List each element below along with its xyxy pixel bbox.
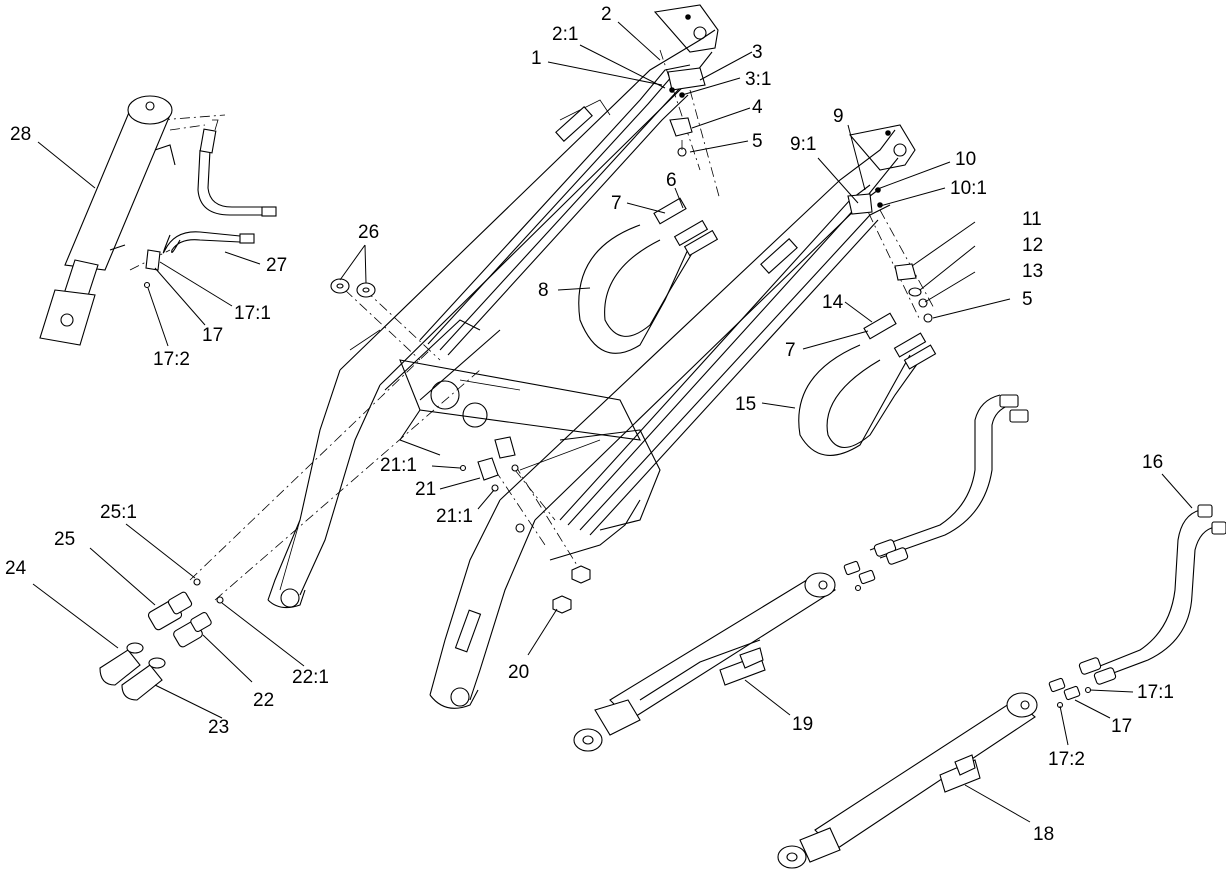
- elbow-fittings-21: [459, 436, 519, 492]
- callout-4: 4: [752, 97, 763, 118]
- callout-3: 3: [752, 42, 763, 63]
- callout-8: 8: [538, 280, 549, 301]
- callout-24: 24: [5, 558, 27, 579]
- callout-17a: 17: [1111, 716, 1132, 737]
- cylinder-19: [573, 572, 836, 752]
- fittings-top-left-arm: [667, 67, 706, 157]
- callout-22-1: 22:1: [292, 667, 329, 688]
- callout-10: 10: [955, 149, 976, 170]
- callout-25: 25: [54, 529, 75, 550]
- callout-5a: 5: [752, 131, 763, 152]
- callout-7a: 7: [611, 193, 622, 214]
- callout-7b: 7: [785, 340, 796, 361]
- callout-18: 18: [1033, 824, 1054, 845]
- callout-17b: 17: [202, 325, 223, 346]
- callout-3-1: 3:1: [745, 69, 771, 90]
- callout-10-1: 10:1: [950, 178, 987, 199]
- callout-20: 20: [508, 662, 529, 683]
- hoses-16: [1048, 504, 1226, 709]
- cylinder-18: [777, 692, 1038, 869]
- callout-12: 12: [1022, 235, 1043, 256]
- callout-5b: 5: [1022, 289, 1033, 310]
- callout-19: 19: [792, 714, 813, 735]
- callout-1: 1: [531, 48, 542, 69]
- leader-lines: [32, 21, 1193, 823]
- callout-2-1: 2:1: [552, 24, 578, 45]
- cylinder-28: [39, 95, 206, 346]
- callout-17-2a: 17:2: [1048, 749, 1085, 770]
- callout-17-1b: 17:1: [234, 303, 271, 324]
- callout-22: 22: [253, 690, 274, 711]
- callout-23: 23: [208, 717, 229, 738]
- callout-11: 11: [1022, 209, 1042, 230]
- callout-27: 27: [266, 255, 287, 276]
- callout-25-1: 25:1: [100, 502, 137, 523]
- cross-tube: [399, 359, 641, 456]
- hose-assembly-8: [578, 197, 719, 354]
- callout-14: 14: [822, 292, 844, 313]
- callout-labels: 1 2 2:1 3 3:1 4 5 6 7 8 9 9:1 10 10:1 11…: [5, 4, 1174, 845]
- fittings-top-right-arm: [847, 187, 933, 323]
- quick-couplers-22-25: [99, 578, 224, 701]
- callout-17-1a: 17:1: [1137, 682, 1174, 703]
- callout-26: 26: [358, 222, 379, 243]
- callout-21-1b: 21:1: [436, 506, 473, 527]
- callout-15: 15: [735, 394, 756, 415]
- callout-21-1a: 21:1: [380, 455, 417, 476]
- nuts-20: [515, 523, 591, 614]
- callout-9-1: 9:1: [790, 134, 816, 155]
- callout-13: 13: [1022, 261, 1043, 282]
- hose-assembly-15: [798, 312, 937, 456]
- callout-2: 2: [601, 4, 612, 25]
- washers-26: [330, 278, 376, 298]
- hoses-to-cylinder-19: [843, 394, 1029, 592]
- callout-9: 9: [833, 106, 844, 127]
- hydraulic-tubes-right-arm: [549, 184, 891, 561]
- callout-17-2b: 17:2: [153, 349, 190, 370]
- callout-6: 6: [666, 170, 677, 191]
- hoses-27: [143, 119, 277, 289]
- assembly-lines: [129, 49, 936, 601]
- callout-28: 28: [10, 124, 31, 145]
- callout-16: 16: [1142, 452, 1163, 473]
- callout-21: 21: [415, 479, 436, 500]
